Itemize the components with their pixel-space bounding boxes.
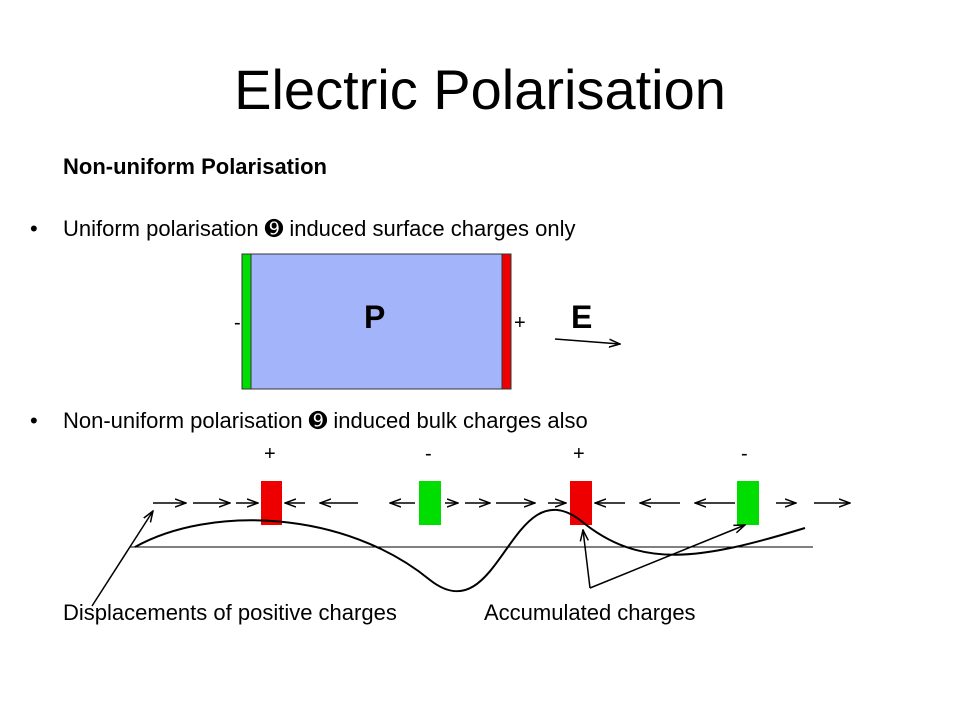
positive-surface-charge <box>501 253 512 390</box>
bulk-charge-positive-2 <box>570 481 592 525</box>
caption-displacements: Displacements of positive charges <box>63 600 397 625</box>
bulk-sign-label: - <box>741 443 748 465</box>
bulk-charge-negative-2 <box>737 481 759 525</box>
bulk-charge-positive-1 <box>261 481 282 525</box>
implies-arrow-icon: ➒ <box>308 408 328 433</box>
bullet-uniform: • Uniform polarisation ➒ induced surface … <box>30 215 576 243</box>
implies-arrow-icon: ➒ <box>264 216 284 241</box>
bulk-sign-label: - <box>425 443 432 465</box>
caption-accumulated: Accumulated charges <box>484 600 696 625</box>
bulk-charge-negative-1 <box>419 481 441 525</box>
slide-title: Electric Polarisation <box>234 58 726 121</box>
polarisation-label: P <box>364 299 386 335</box>
bullet-uniform-text-after: induced surface charges only <box>289 216 576 241</box>
slide-subtitle: Non-uniform Polarisation <box>63 154 327 179</box>
bullet-dot: • <box>30 216 38 241</box>
bullet-dot: • <box>30 408 38 433</box>
polarised-block <box>249 253 504 390</box>
bulk-sign-label: + <box>264 443 276 465</box>
bulk-sign-label: + <box>573 443 585 465</box>
pointer-displacements <box>91 511 153 607</box>
pointer-accumulated-1 <box>583 530 591 589</box>
bullet-nonuniform-text-after: induced bulk charges also <box>333 408 588 433</box>
bullet-nonuniform-text-before: Non-uniform polarisation <box>63 408 303 433</box>
displacement-wave <box>134 509 806 593</box>
negative-surface-charge <box>241 253 252 390</box>
bullet-uniform-text-before: Uniform polarisation <box>63 216 259 241</box>
pointer-accumulated-2 <box>589 525 745 589</box>
field-label: E <box>571 299 593 335</box>
bullet-nonuniform: • Non-uniform polarisation ➒ induced bulk… <box>30 407 588 435</box>
negative-sign-label: - <box>234 312 241 334</box>
field-arrow <box>554 338 620 344</box>
positive-sign-label: + <box>514 312 526 334</box>
